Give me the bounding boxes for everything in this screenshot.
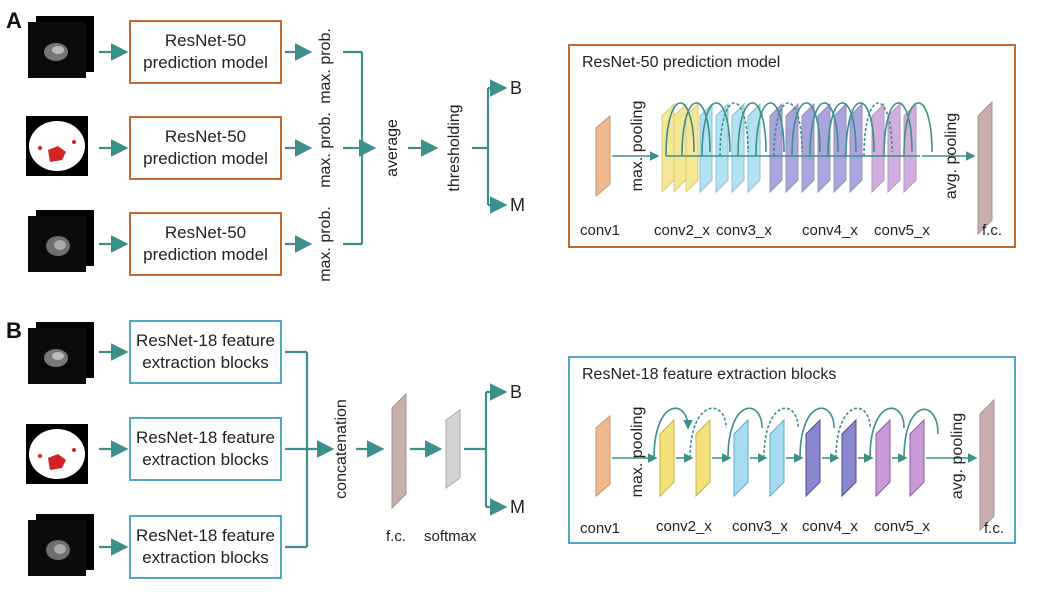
fc-layer [979,398,995,532]
panel-a-letter: A [6,8,22,33]
conv1-label: conv1 [580,222,621,239]
detail-title: ResNet-50 prediction model [582,54,781,71]
fc-layer [391,392,407,510]
max-prob-label: max. prob. [317,112,334,188]
scan-thumbnail [28,322,94,389]
scan-thumbnail [28,210,94,277]
conv3-layer [769,418,785,498]
softmax-layer [445,409,461,489]
max-prob-label: max. prob. [317,28,334,104]
conv3-layer [733,418,749,498]
conv2-layer [659,418,675,498]
fc-label: f.c. [386,528,407,545]
max-pooling-label: max. pooling [629,100,646,192]
thresholding-label: thresholding [446,104,463,192]
conv2-label: conv2_x [654,222,710,239]
fc-label: f.c. [984,520,1005,537]
conv4-label: conv4_x [802,518,858,535]
detail-title: ResNet-18 feature extraction blocks [582,366,837,383]
conv5-label: conv5_x [874,518,930,535]
conv5-label: conv5_x [874,222,930,239]
resnet18-detail-box: ResNet-18 feature extraction blocks [568,356,1016,544]
scan-thumbnail [28,16,94,83]
max-prob-label: max. prob. [317,206,334,282]
conv4-layer [841,418,857,498]
avg-pooling-label: avg. pooling [949,412,966,500]
concatenation-label: concatenation [333,399,350,499]
conv2-label: conv2_x [656,518,712,535]
conv5-layer [875,418,891,498]
panel-b-letter: B [6,318,22,343]
conv1-label: conv1 [580,520,621,537]
conv1-layer [595,114,611,198]
fc-layer [977,100,993,236]
output-b-label: B [510,78,523,98]
max-pooling-label: max. pooling [629,406,646,498]
resnet50-architecture [595,100,993,236]
average-label: average [384,119,401,177]
avg-pooling-label: avg. pooling [943,112,960,200]
mask-thumbnail [26,116,92,183]
conv3-label: conv3_x [732,518,788,535]
conv3-label: conv3_x [716,222,772,239]
conv4-layer [805,418,821,498]
conv5-layer [909,418,925,498]
output-m-label: M [510,497,525,517]
softmax-label: softmax [424,528,477,545]
output-b-label: B [510,382,523,402]
resnet18-architecture [595,398,995,532]
resnet50-detail-box: ResNet-50 prediction model [568,44,1016,248]
conv1-layer [595,414,611,498]
fc-label: f.c. [982,222,1003,239]
mask-thumbnail [26,424,92,491]
conv2-layer [695,418,711,498]
scan-thumbnail [28,514,94,581]
output-m-label: M [510,195,525,215]
conv4-label: conv4_x [802,222,858,239]
